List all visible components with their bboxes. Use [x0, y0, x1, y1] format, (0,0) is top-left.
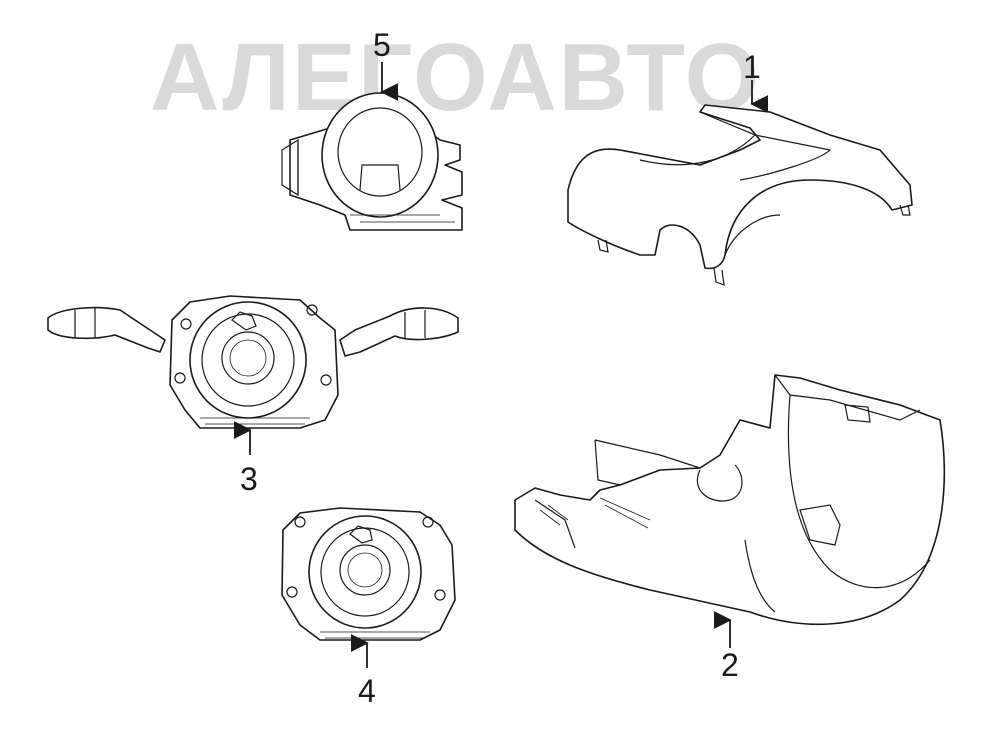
part-1-upper-shroud	[567, 104, 913, 286]
callout-1: 1	[743, 49, 769, 113]
watermark-logo: АЛЕГОАВТО	[150, 24, 761, 131]
watermark-text: АЛЕГОАВТО	[150, 24, 761, 131]
callout-3-label: 3	[240, 461, 258, 497]
callout-2: 2	[713, 611, 739, 683]
callout-5: 5	[373, 27, 399, 101]
callout-4: 4	[350, 634, 376, 709]
part-4-clock-spring	[281, 507, 456, 641]
part-3-combination-switch	[47, 295, 459, 429]
callout-2-label: 2	[721, 647, 739, 683]
callout-5-label: 5	[373, 27, 391, 63]
callout-1-label: 1	[743, 49, 761, 85]
callout-3: 3	[233, 421, 258, 497]
part-2-lower-shroud	[514, 374, 946, 626]
part-5-ignition-housing	[281, 92, 463, 231]
callout-4-label: 4	[358, 673, 376, 709]
